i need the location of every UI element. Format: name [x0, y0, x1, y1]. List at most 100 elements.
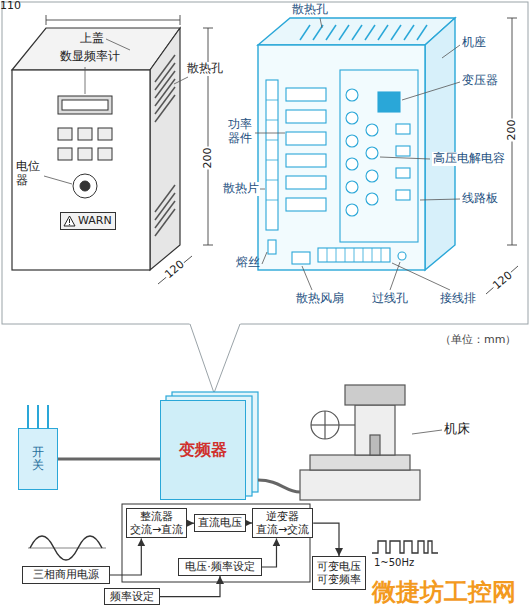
- fin-lines: [363, 248, 364, 262]
- display-and-keys: [78, 128, 92, 140]
- vent-slots: [155, 79, 175, 106]
- callout-wedge: [190, 324, 240, 393]
- part-label: 接线排: [440, 292, 476, 306]
- output-box: 可变电压 可变频率: [312, 556, 366, 590]
- inverter-block: 逆变器直流→交流: [252, 508, 313, 538]
- callout-wedge: [189, 322, 241, 393]
- top-vents: [326, 25, 336, 40]
- part-label: 散热孔: [292, 3, 328, 17]
- inner-parts: [292, 252, 310, 264]
- node-text: 整流器: [140, 510, 173, 523]
- dimension-lines: [486, 266, 518, 294]
- display-and-keys: [58, 128, 72, 140]
- connector: [58, 458, 160, 461]
- housing-outer: [150, 28, 180, 270]
- inner-parts: [268, 240, 276, 254]
- fin-lines: [336, 248, 337, 262]
- inner-parts: [266, 70, 418, 264]
- frequency-range: 1~50Hz: [374, 557, 414, 569]
- top-vents: [300, 25, 427, 40]
- node-text: 可变电压 可变频率: [316, 560, 362, 586]
- dimension-label: 120: [162, 258, 188, 282]
- watermark: 微捷坊工控网: [372, 579, 516, 607]
- connector: [160, 576, 220, 597]
- warning-icon: [69, 224, 70, 225]
- housing-inner: [425, 18, 455, 270]
- leader-lines: [412, 430, 442, 434]
- dimension-lines: [507, 245, 517, 246]
- part-label: 变压器: [462, 74, 498, 88]
- vf-setting-box: 电压·频率设定: [178, 558, 262, 576]
- machine-tool: [300, 385, 420, 500]
- leader-lines: [442, 45, 460, 58]
- inner-parts: [398, 252, 406, 260]
- part-label: 机座: [462, 36, 486, 50]
- pwm-wave: [372, 541, 438, 553]
- rectifier-block: 整流器交流→直流: [126, 508, 187, 538]
- dimension-lines: [208, 28, 209, 245]
- leader-lines: [85, 67, 86, 94]
- pwm-wave: [372, 541, 438, 553]
- inner-parts: [266, 80, 278, 230]
- top-vents: [352, 25, 362, 40]
- dimension-lines: [507, 18, 517, 19]
- dimension-lines: [203, 245, 213, 246]
- leader-lines: [380, 157, 430, 159]
- dimension-lines: [158, 256, 192, 284]
- connector: [262, 538, 276, 567]
- dimension-label: 200: [202, 147, 215, 170]
- panel-frame: [2, 2, 528, 324]
- sine-wave: [28, 536, 106, 560]
- display-and-keys: [62, 100, 108, 110]
- part-label: 电位器: [16, 160, 42, 188]
- fin-lines: [372, 248, 373, 262]
- part-label: 线路板: [462, 192, 498, 206]
- top-vents: [378, 25, 388, 40]
- display-and-keys: [58, 148, 72, 160]
- vent-slots: [155, 87, 175, 114]
- fin-lines: [266, 140, 278, 141]
- sine-wave: [28, 548, 106, 549]
- part-label: 熔丝: [236, 256, 260, 270]
- inner-parts: [286, 154, 326, 167]
- fin-lines: [266, 180, 278, 181]
- node-text: 直流→交流: [256, 523, 309, 536]
- display-and-keys: [98, 148, 112, 160]
- display-and-keys: [80, 181, 90, 191]
- motor-cable: [258, 480, 300, 492]
- leader-lines: [260, 189, 265, 190]
- inner-parts: [396, 124, 410, 134]
- frequency-setting-box: 频率设定: [104, 588, 160, 605]
- inner-parts: [396, 168, 410, 178]
- leader-lines: [392, 263, 450, 290]
- warning-plate: WARN: [60, 212, 116, 230]
- leader-lines: [44, 18, 460, 434]
- top-vents: [300, 25, 310, 40]
- inner-parts: [340, 70, 418, 242]
- machine-tool: [300, 470, 420, 500]
- inner-parts: [318, 248, 390, 262]
- housing-inner: [258, 18, 455, 45]
- inner-parts: [346, 89, 358, 101]
- leader-lines: [106, 39, 130, 50]
- connector: [313, 523, 339, 556]
- switch-wires: [47, 405, 49, 428]
- inner-parts: [346, 158, 358, 170]
- dimension-lines: [180, 15, 181, 25]
- connector: [110, 538, 141, 575]
- motor-cable: [258, 480, 300, 492]
- warning-icon: [69, 219, 70, 223]
- display-and-keys: [98, 128, 112, 140]
- connector: [187, 523, 194, 524]
- vent-slots: [155, 55, 175, 82]
- vent-slots: [155, 201, 175, 228]
- node-text: 频率设定: [110, 590, 154, 603]
- power-source-box: 三相商用电源: [22, 566, 110, 584]
- fin-lines: [266, 200, 278, 201]
- warning-icon: [64, 216, 75, 226]
- housing-outer: [12, 28, 180, 270]
- display-and-keys: [58, 96, 112, 114]
- vent-slots: [155, 185, 175, 212]
